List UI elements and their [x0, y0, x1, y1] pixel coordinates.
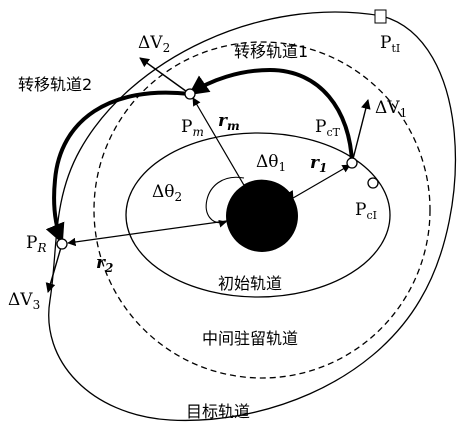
pt1-marker	[374, 9, 387, 24]
dtheta1-label: Δθ1	[256, 152, 286, 174]
target-orbit-label: 目标轨道	[186, 402, 250, 421]
initial-orbit-label: 初始轨道	[218, 274, 282, 293]
dv3-label: ΔV3	[8, 290, 40, 312]
pm-label: Pm	[181, 117, 204, 139]
transfer-orbit-2	[45, 90, 191, 244]
dv2-label: ΔV2	[138, 33, 170, 55]
pct-label: PcT	[315, 117, 341, 139]
parking-orbit-label: 中间驻留轨道	[202, 329, 298, 348]
transfer-orbit-2-label: 转移轨道2	[18, 75, 92, 94]
target-orbit	[48, 11, 456, 422]
rm-label: rm	[218, 111, 240, 133]
pci-marker	[367, 177, 379, 189]
dtheta2-label: Δθ2	[152, 182, 182, 204]
r2-vector	[67, 215, 263, 247]
dv3-arrow	[45, 243, 63, 293]
pct-marker	[346, 157, 358, 169]
transfer-orbit-1-label: 转移轨道1	[234, 42, 308, 61]
pt1-label: PtI	[380, 33, 400, 55]
transfer-orbit-1	[188, 67, 354, 164]
dv1-arrow	[351, 99, 371, 164]
dtheta2-arc	[205, 176, 245, 228]
pr-marker	[56, 238, 68, 250]
pr-label: PR	[26, 233, 47, 255]
rm-vector	[192, 97, 263, 217]
dv1-label: ΔV1	[375, 98, 407, 120]
pci-label: PcI	[355, 200, 377, 222]
initial-orbit	[125, 132, 391, 298]
pm-marker	[184, 88, 196, 100]
dv2-arrow	[139, 57, 191, 95]
dtheta1-arc	[243, 179, 294, 199]
r2-label: r2	[96, 253, 113, 275]
parking-orbit	[93, 41, 431, 379]
r1-label: r1	[310, 153, 327, 175]
r1-vector	[261, 164, 351, 217]
